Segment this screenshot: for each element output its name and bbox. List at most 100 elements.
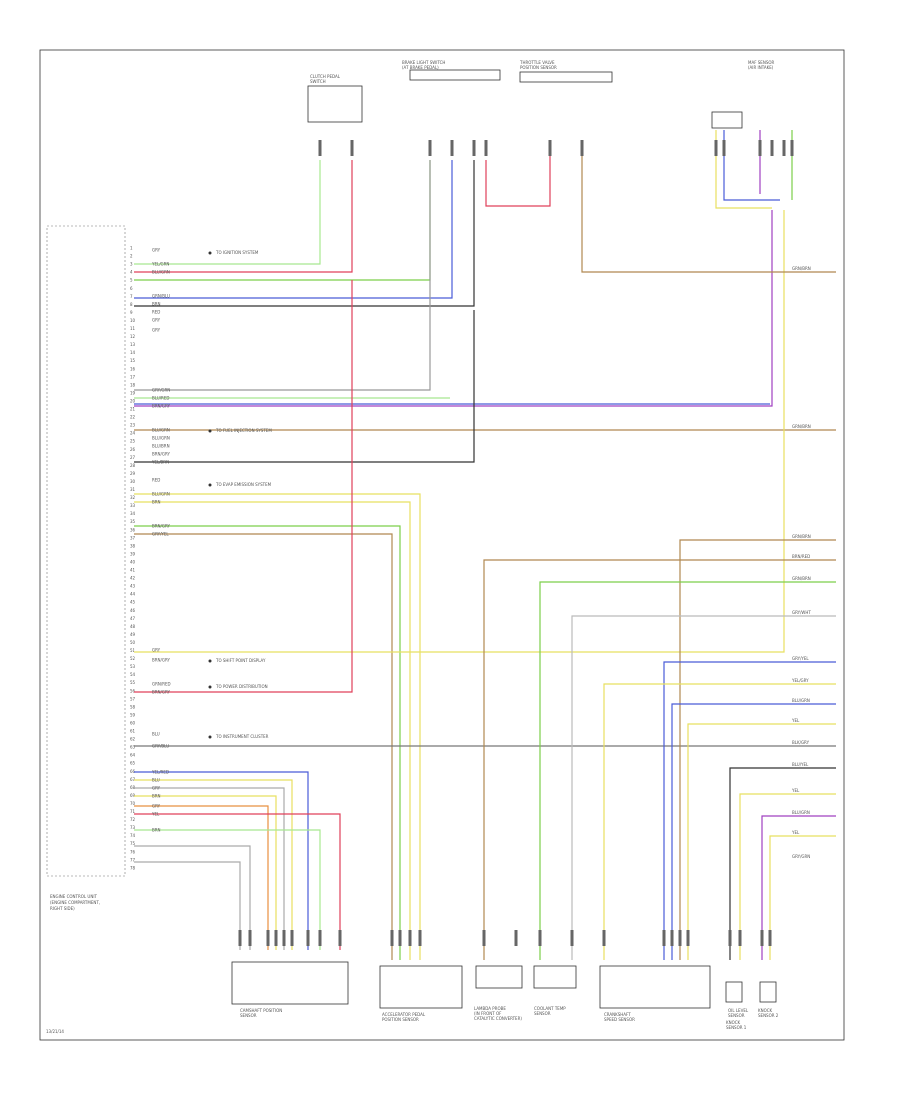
wire-label: GRY — [152, 786, 161, 791]
wire — [134, 829, 321, 950]
wire-label: BRN/GRY — [152, 452, 170, 457]
wire-label: RED — [152, 310, 160, 315]
component-box — [711, 111, 743, 129]
note-label: TO IGNITION SYSTEM — [215, 250, 259, 255]
connector-pin — [670, 930, 674, 946]
note-label: TO INSTRUMENT CLUSTER — [215, 734, 269, 739]
ecu-pin: 2 — [130, 254, 133, 259]
component-label: POSITION SENSOR — [520, 65, 557, 70]
connector-pin — [580, 140, 584, 156]
component-label: ACCELERATOR PEDAL — [382, 1012, 426, 1017]
wire — [679, 539, 836, 960]
ecu-pin: 78 — [130, 865, 136, 870]
ecu-pin: 51 — [130, 648, 136, 653]
wire-label: YEL/GRN — [151, 262, 169, 267]
ecu-pin: 8 — [130, 302, 133, 307]
wire-label: GRY/YEL — [152, 532, 169, 537]
ecu-pin: 37 — [130, 535, 136, 540]
right-label: BLU/YEL — [792, 762, 809, 767]
wire — [134, 795, 277, 950]
wire — [134, 160, 321, 265]
wire-label: GRY/GRN — [152, 388, 170, 393]
ecu-pin: 9 — [130, 310, 133, 315]
wire-label: YEL — [151, 812, 160, 817]
ecu-label: ENGINE CONTROL UNIT(ENGINE COMPARTMENT,R… — [50, 894, 100, 911]
right-label: BRN/RED — [792, 554, 810, 559]
ecu-pin: 45 — [130, 600, 136, 605]
ecu-pin: 74 — [130, 833, 136, 838]
connector-pin — [338, 930, 342, 946]
ecu-pin: 76 — [130, 849, 136, 854]
ecu-label-line: RIGHT SIDE) — [50, 906, 75, 911]
connector-pin — [686, 930, 690, 946]
wire-label: GRN/BLU — [152, 294, 170, 299]
connector-pin — [266, 930, 270, 946]
component-label: CATALYTIC CONVERTER) — [474, 1016, 522, 1021]
connector-pin — [318, 930, 322, 946]
wire — [134, 771, 309, 950]
wire — [671, 703, 836, 960]
ecu-pin: 21 — [130, 407, 136, 412]
wire-label: BRN — [152, 302, 161, 307]
wire — [687, 723, 836, 960]
wire — [729, 767, 836, 960]
ecu-box — [46, 225, 126, 877]
ecu-pin: 43 — [130, 584, 136, 589]
ecu-pin: 70 — [130, 801, 136, 806]
wire-label: BLU — [152, 778, 160, 783]
component-label: COOLANT TEMP — [534, 1006, 566, 1011]
wire-label: GRN/RED — [152, 682, 171, 687]
wire-label: BLU/GRN — [152, 428, 170, 433]
wire — [134, 813, 341, 950]
note-label: TO EVAP EMISSION SYSTEM — [215, 482, 272, 487]
connector-pin — [768, 930, 772, 946]
wire-label: BLU — [152, 732, 160, 737]
component-box — [599, 965, 711, 1009]
right-label: GRN/BRN — [792, 424, 811, 429]
ecu-pin: 63 — [130, 745, 136, 750]
right-label: BLU/GRN — [792, 810, 810, 815]
wire — [134, 493, 421, 960]
component-label: SENSOR 2 — [758, 1013, 779, 1018]
ecu-pin: 39 — [130, 551, 136, 556]
ecu-pin: 38 — [130, 543, 136, 548]
ecu-pin: 65 — [130, 761, 136, 766]
wire-label: BLU/GRN — [152, 436, 170, 441]
component-label: (IN FRONT OF — [474, 1011, 502, 1016]
ecu-pin: 53 — [130, 664, 136, 669]
connector-pin — [570, 930, 574, 946]
component-box — [725, 981, 743, 1003]
ecu-pin: 3 — [130, 262, 133, 267]
connector-pin — [398, 930, 402, 946]
ecu-pin: 58 — [130, 704, 136, 709]
wire — [761, 815, 836, 960]
ecu-pin: 50 — [130, 640, 136, 645]
ecu-pin: 19 — [130, 390, 136, 395]
connector-pin — [662, 930, 666, 946]
wire — [134, 310, 475, 463]
wire-label: BRN — [152, 794, 161, 799]
wire — [663, 661, 836, 960]
diagram-frame — [39, 49, 845, 1041]
wire — [134, 787, 285, 950]
wire — [134, 501, 411, 960]
right-label: YEL/GRY — [791, 678, 809, 683]
wire-label: BRN/GRY — [152, 658, 170, 663]
wire-label: GRY — [152, 328, 161, 333]
ecu-pin: 30 — [130, 479, 136, 484]
ecu-pin: 32 — [130, 495, 136, 500]
ecu-pin: 55 — [130, 680, 136, 685]
wire-label: BRN — [152, 828, 161, 833]
wire-label: BRN/GRY — [152, 404, 170, 409]
ecu-pin: 61 — [130, 729, 136, 734]
component-label: KNOCK — [758, 1008, 773, 1013]
ecu-pin: 22 — [130, 415, 136, 420]
wire-label: GRY/BLU — [152, 744, 169, 749]
connector-pin — [318, 140, 322, 156]
connector-pin — [450, 140, 454, 156]
connector-pin — [602, 930, 606, 946]
ecu-pin: 4 — [130, 270, 133, 275]
ecu-pin: 10 — [130, 318, 136, 323]
component-box — [231, 961, 349, 1005]
right-label: YEL — [791, 788, 800, 793]
